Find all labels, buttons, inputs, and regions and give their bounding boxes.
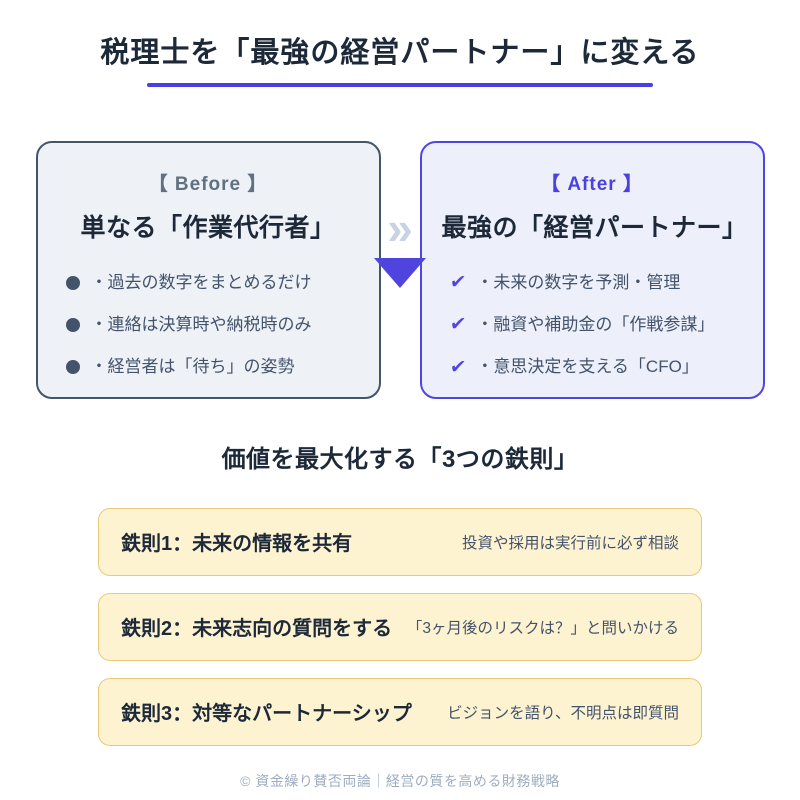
- rule-description: 投資や採用は実行前に必ず相談: [461, 534, 679, 552]
- list-item: ・連絡は決算時や納税時のみ: [65, 314, 359, 336]
- section-title: 価値を最大化する「3つの鉄則」: [221, 445, 579, 473]
- before-card-heading: 単なる「作業代行者」: [80, 213, 336, 242]
- footer-credit: © 資金繰り賛否両論｜経営の質を高める財務戦略: [240, 772, 560, 789]
- list-item: ✔ ・未来の数字を予測・管理: [448, 272, 743, 294]
- before-card: 【 Before 】 単なる「作業代行者」 ・過去の数字をまとめるだけ ・連絡は…: [35, 140, 381, 399]
- rule-title: 鉄則3：対等なパートナーシップ: [121, 703, 412, 726]
- page-title: 税理士を「最強の経営パートナー」に変える: [100, 37, 700, 69]
- list-item: ✔ ・融資や補助金の「作戦参謀」: [448, 314, 743, 336]
- rule-title: 鉄則1：未来の情報を共有: [121, 533, 353, 556]
- rule-description: ビジョンを語り、不明点は即質問: [447, 704, 679, 722]
- before-card-label: 【 Before 】: [148, 173, 268, 195]
- check-icon: ✔: [448, 314, 467, 336]
- before-after-row: 【 Before 】 単なる「作業代行者」 ・過去の数字をまとめるだけ ・連絡は…: [0, 140, 800, 399]
- triangle-down-icon: [374, 257, 426, 288]
- after-card-heading: 最強の「経営パートナー」: [441, 213, 748, 242]
- rule-box-1: 鉄則1：未来の情報を共有 投資や採用は実行前に必ず相談: [98, 507, 702, 576]
- check-icon: ✔: [448, 272, 467, 294]
- bullet-dot-icon: [65, 275, 80, 290]
- list-item-label: ・連絡は決算時や納税時のみ: [90, 314, 312, 334]
- rule-box-2: 鉄則2：未来志向の質問をする 「3ヶ月後のリスクは？」と問いかける: [98, 592, 702, 661]
- check-icon: ✔: [448, 356, 467, 378]
- header: 税理士を「最強の経営パートナー」に変える: [0, 0, 800, 87]
- list-item-label: ・意思決定を支える「CFO」: [476, 356, 699, 376]
- bullet-dot-icon: [65, 360, 80, 375]
- chevron-double-right-icon: »: [387, 201, 413, 254]
- rule-title: 鉄則2：未来志向の質問をする: [121, 618, 393, 641]
- rule-box-3: 鉄則3：対等なパートナーシップ ビジョンを語り、不明点は即質問: [98, 677, 702, 746]
- list-item: ・経営者は「待ち」の姿勢: [65, 356, 359, 378]
- rules-list: 鉄則1：未来の情報を共有 投資や採用は実行前に必ず相談 鉄則2：未来志向の質問を…: [98, 507, 702, 746]
- list-item: ✔ ・意思決定を支える「CFO」: [448, 356, 743, 378]
- list-item-label: ・過去の数字をまとめるだけ: [90, 272, 312, 292]
- list-item-label: ・経営者は「待ち」の姿勢: [90, 356, 295, 376]
- title-underline: [147, 82, 653, 87]
- after-card: 【 After 】 最強の「経営パートナー」 ✔ ・未来の数字を予測・管理 ✔ …: [419, 140, 765, 399]
- bullet-dot-icon: [65, 317, 80, 332]
- list-item-label: ・未来の数字を予測・管理: [476, 272, 681, 292]
- rule-description: 「3ヶ月後のリスクは？」と問いかける: [406, 619, 679, 637]
- list-item: ・過去の数字をまとめるだけ: [65, 272, 359, 294]
- after-card-label: 【 After 】: [541, 173, 643, 195]
- after-card-list: ✔ ・未来の数字を予測・管理 ✔ ・融資や補助金の「作戦参謀」 ✔ ・意思決定を…: [442, 272, 743, 378]
- before-card-list: ・過去の数字をまとめるだけ ・連絡は決算時や納税時のみ ・経営者は「待ち」の姿勢: [58, 272, 359, 378]
- list-item-label: ・融資や補助金の「作戦参謀」: [476, 314, 715, 334]
